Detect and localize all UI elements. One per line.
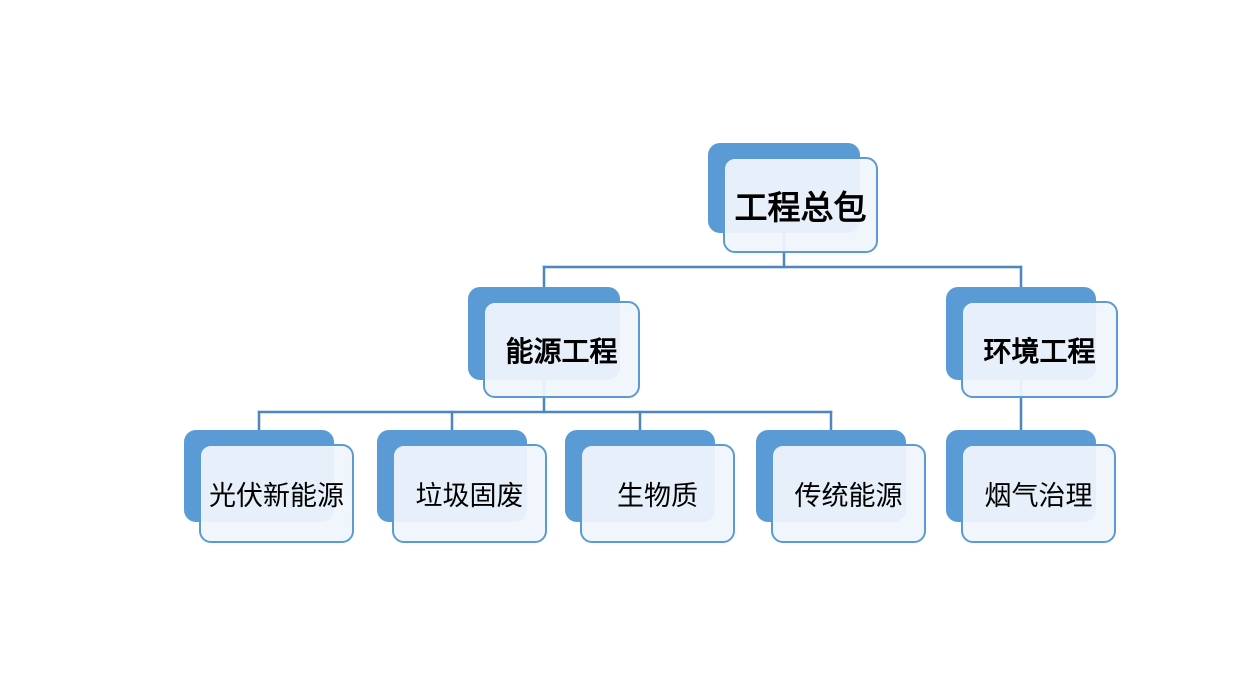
node-label: 生物质 bbox=[617, 481, 698, 511]
node-biomass[interactable]: 生物质 bbox=[565, 430, 735, 543]
node-card: 传统能源 bbox=[771, 444, 926, 543]
node-waste-solid-waste[interactable]: 垃圾固废 bbox=[377, 430, 547, 543]
node-energy-engineering[interactable]: 能源工程 bbox=[468, 287, 640, 398]
node-card: 光伏新能源 bbox=[199, 444, 354, 543]
node-flue-gas-treatment[interactable]: 烟气治理 bbox=[946, 430, 1116, 543]
node-label: 工程总包 bbox=[734, 189, 867, 226]
node-card: 环境工程 bbox=[961, 301, 1118, 398]
node-card: 工程总包 bbox=[723, 157, 878, 253]
node-label: 烟气治理 bbox=[984, 481, 1093, 511]
node-label: 传统能源 bbox=[794, 481, 903, 511]
node-label: 能源工程 bbox=[505, 335, 618, 367]
node-traditional-energy[interactable]: 传统能源 bbox=[756, 430, 926, 543]
node-label: 光伏新能源 bbox=[209, 481, 344, 511]
node-project-general-contracting[interactable]: 工程总包 bbox=[708, 143, 878, 253]
node-card: 垃圾固废 bbox=[392, 444, 547, 543]
node-pv-new-energy[interactable]: 光伏新能源 bbox=[184, 430, 354, 543]
node-label: 环境工程 bbox=[983, 335, 1096, 367]
node-card: 能源工程 bbox=[483, 301, 640, 398]
node-card: 烟气治理 bbox=[961, 444, 1116, 543]
node-environment-engineering[interactable]: 环境工程 bbox=[946, 287, 1118, 398]
node-card: 生物质 bbox=[580, 444, 735, 543]
node-label: 垃圾固废 bbox=[415, 481, 524, 511]
